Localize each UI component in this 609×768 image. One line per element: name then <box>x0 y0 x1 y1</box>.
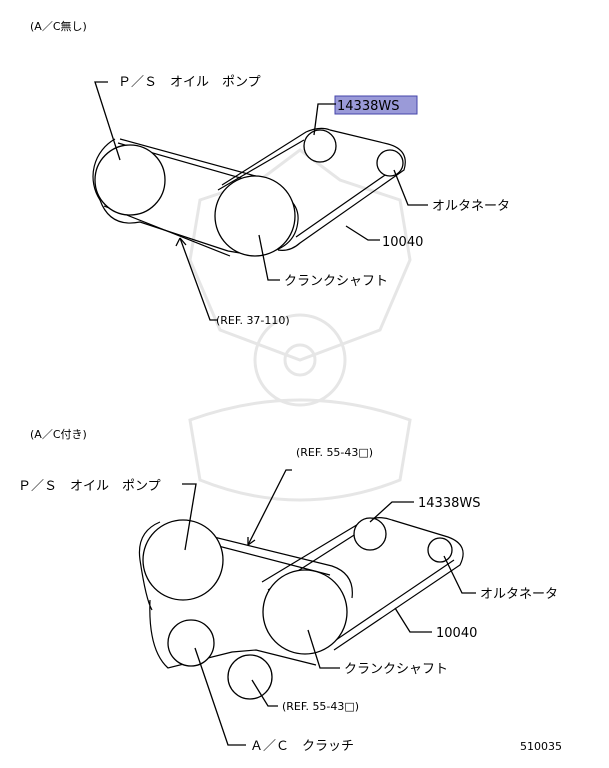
bottom-pulley-ac-clutch <box>167 619 215 667</box>
top-pulley-alternator <box>376 149 404 177</box>
bottom-label-ps-pump: Ｐ／Ｓ オイル ポンプ <box>18 479 161 494</box>
top-pulley-ps-pump <box>94 144 166 216</box>
top-label-alternator: オルタネータ <box>432 199 510 214</box>
top-belt-10040 <box>217 127 406 251</box>
bottom-diagram: (A／C付き) (REF. 55-43□) Ｐ／Ｓ オイル ポンプ 14338W… <box>18 428 562 754</box>
bottom-heading: (A／C付き) <box>30 428 87 441</box>
top-label-10040: 10040 <box>382 235 423 250</box>
bottom-label-10040: 10040 <box>436 626 477 641</box>
bottom-label-ref-bottom: (REF. 55-43□) <box>282 700 359 713</box>
top-pulley-14338 <box>303 129 337 163</box>
top-heading: (A／C無し) <box>30 19 87 33</box>
top-pulley-crankshaft <box>214 175 296 257</box>
top-label-crankshaft: クランクシャフト <box>284 274 388 289</box>
bottom-label-ref-top: (REF. 55-43□) <box>296 446 373 459</box>
watermark-crest <box>188 148 412 502</box>
bottom-pulley-14338 <box>353 517 387 551</box>
top-highlight-14338 <box>334 95 418 115</box>
top-label-ps-pump: Ｐ／Ｓ オイル ポンプ <box>118 75 261 90</box>
bottom-label-ac-clutch: Ａ／Ｃ クラッチ <box>250 739 354 754</box>
top-diagram: (A／C無し) Ｐ／Ｓ オイル ポンプ 14338WS オルタネータ 10040… <box>30 19 510 327</box>
top-label-ref: (REF. 37-110) <box>216 314 290 327</box>
bottom-label-crankshaft: クランクシャフト <box>344 662 448 677</box>
figure-number: 510035 <box>520 740 562 753</box>
bottom-label-alternator: オルタネータ <box>480 587 558 602</box>
bottom-pulley-crankshaft <box>262 569 348 655</box>
top-label-14338: 14338WS <box>337 99 399 114</box>
bottom-pulley-alternator <box>427 537 453 563</box>
top-belt-ps <box>92 138 299 256</box>
bottom-pulley-ps-pump <box>142 519 224 601</box>
bottom-belt-ac <box>138 521 353 669</box>
bottom-label-14338: 14338WS <box>418 496 480 511</box>
bottom-pulley-idler <box>227 654 273 700</box>
